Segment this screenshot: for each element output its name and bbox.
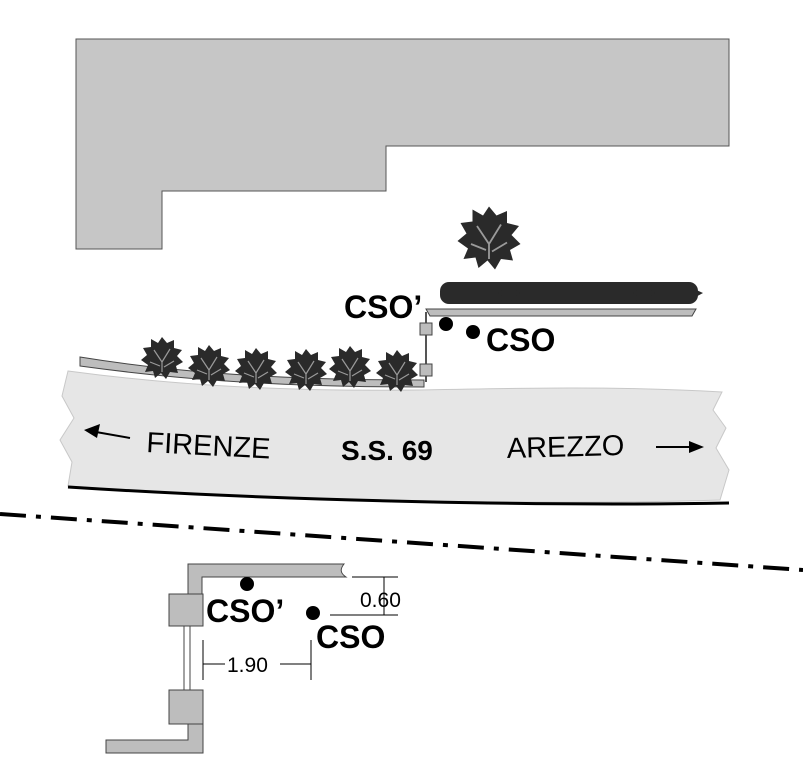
tree-icon (579, 283, 601, 304)
dim-distance-label: 1.90 (227, 654, 268, 677)
detail-section: 0.60 1.90 CSO’ CSO (105, 563, 401, 754)
arezzo-label: AREZZO (506, 430, 624, 465)
post-lower (419, 363, 433, 377)
dimension-height (330, 576, 398, 616)
tree-icon (633, 283, 655, 304)
tree-icon (456, 205, 522, 271)
tree-icon (660, 283, 682, 304)
sidewalk-right (425, 308, 697, 317)
sensor-dot-icon (306, 606, 320, 620)
hedge-row (440, 282, 703, 304)
tree-icon (234, 347, 278, 391)
tree-icon (498, 283, 520, 304)
arrow-left-icon (84, 424, 131, 439)
cso-prime-label-detail: CSO’ (206, 593, 284, 629)
sensor-dot-icon (240, 577, 254, 591)
tree-icon (606, 283, 628, 304)
road-edge-line (67, 485, 730, 506)
cso-prime-label-top: CSO’ (344, 289, 422, 325)
sensor-dot-icon (439, 317, 453, 331)
road-code-label: S.S. 69 (341, 435, 433, 466)
dimension-distance (202, 640, 312, 680)
firenze-label: FIRENZE (146, 427, 272, 465)
tree-icon (187, 344, 231, 388)
cso-label-top: CSO (486, 322, 555, 358)
tree-icon (552, 283, 574, 304)
sensor-dot-icon (466, 325, 480, 339)
tree-icon (444, 283, 466, 304)
arrow-right-icon (656, 441, 704, 453)
dim-height-label: 0.60 (360, 589, 401, 612)
building-block (75, 38, 730, 250)
boundary-line (0, 512, 803, 572)
cso-label-detail: CSO (316, 619, 385, 655)
tree-icon (471, 283, 493, 304)
post-upper (419, 322, 433, 336)
tree-icon (525, 283, 547, 304)
